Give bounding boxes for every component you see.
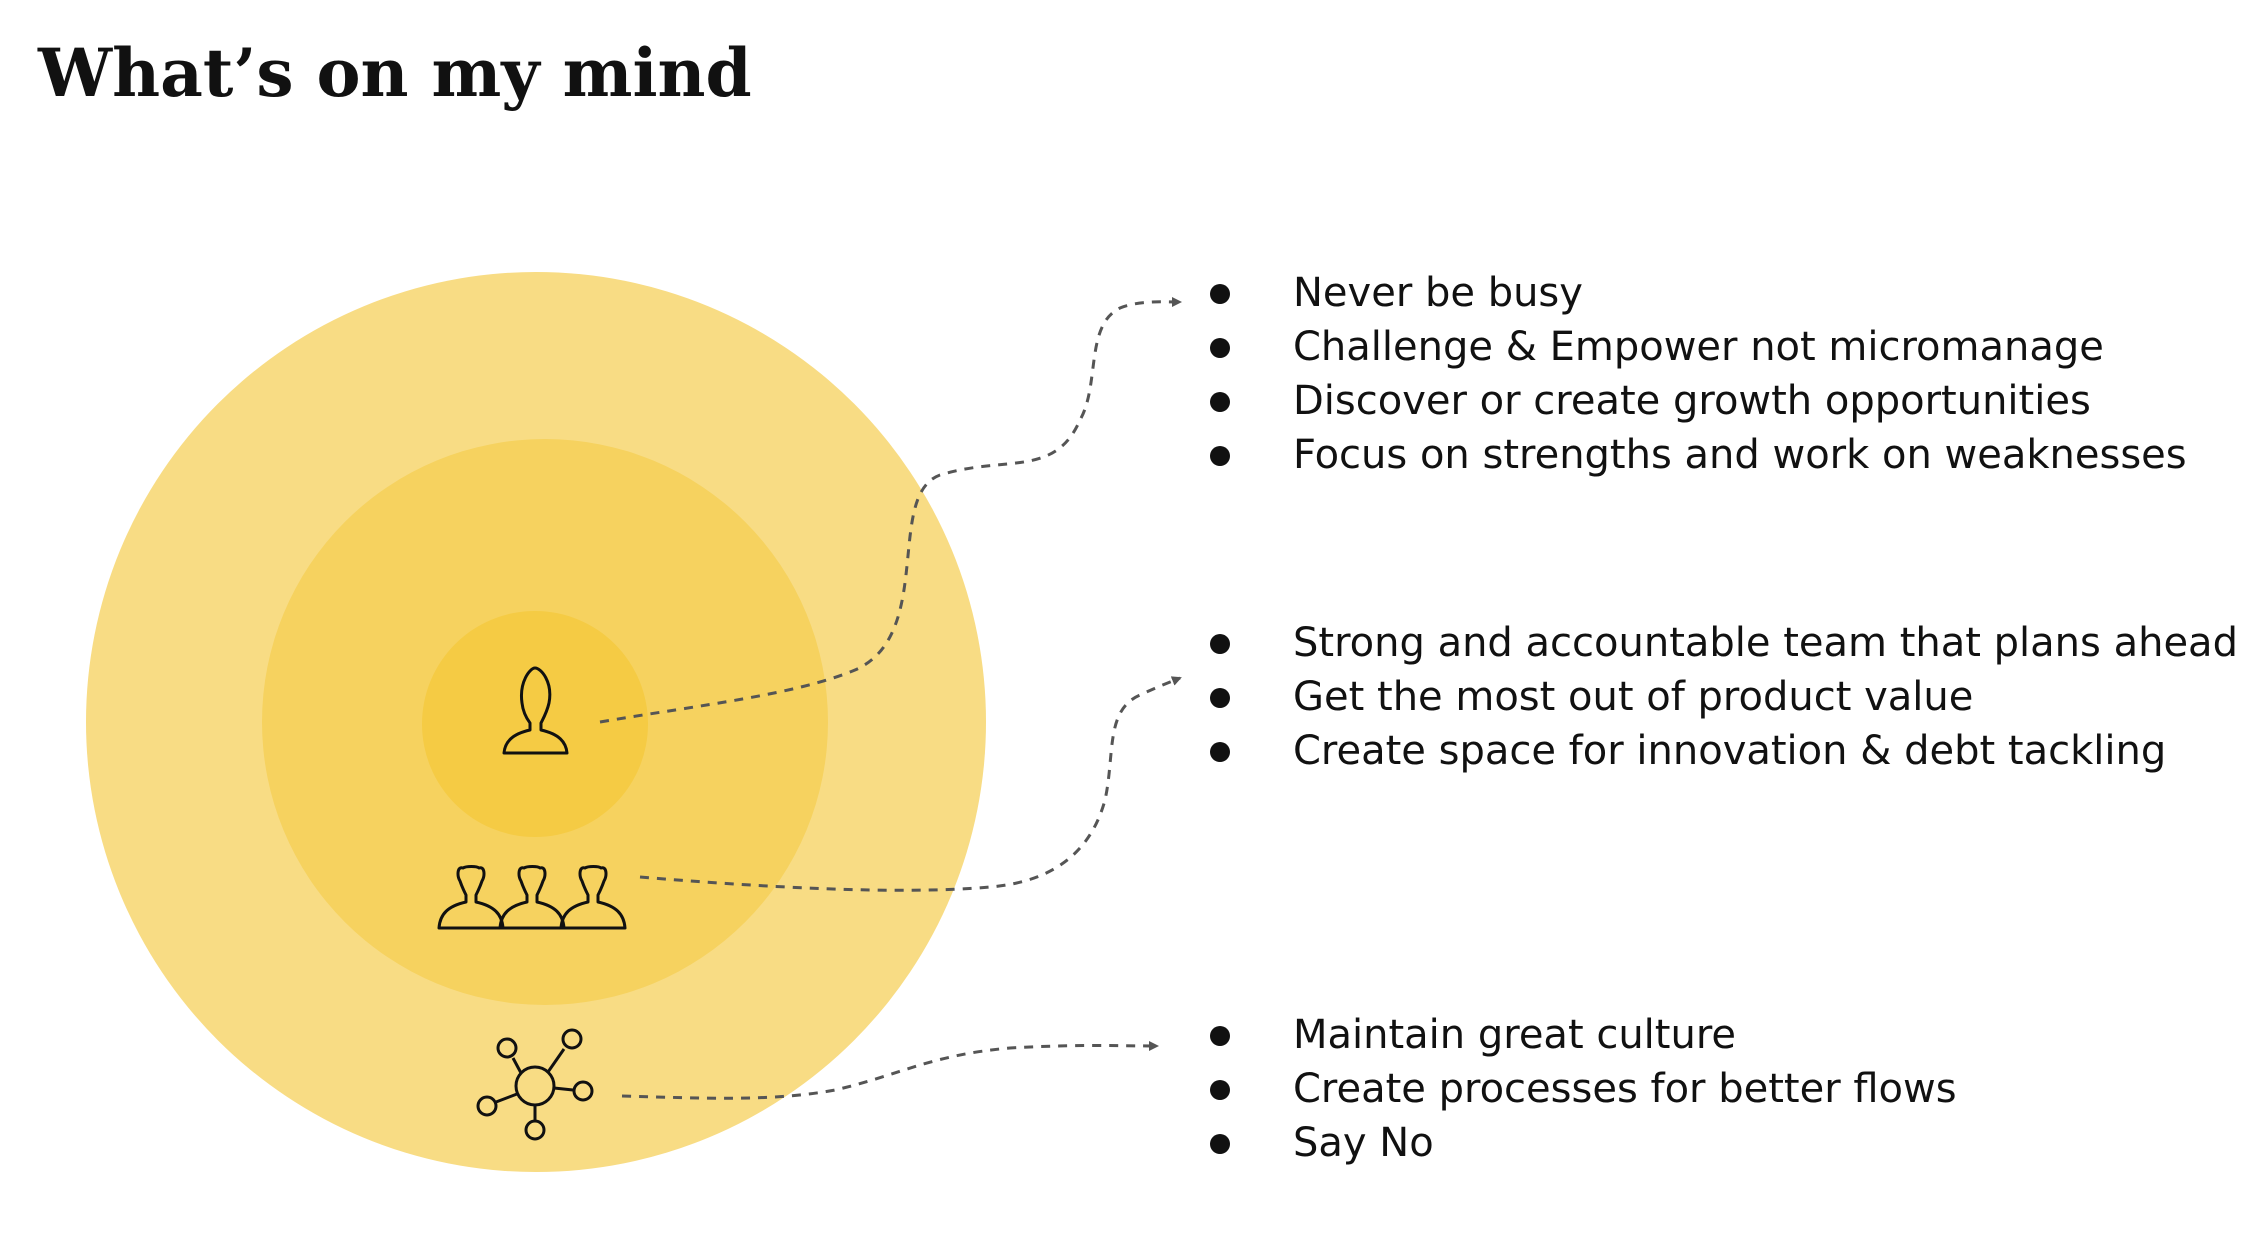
list-item-text: Discover or create growth opportunities	[1293, 378, 2091, 424]
list-item-text: Maintain great culture	[1293, 1012, 1737, 1058]
list-item: Discover or create growth opportunities	[1205, 374, 2187, 428]
bullet-dot	[1210, 1134, 1230, 1154]
person-icon	[502, 666, 569, 755]
list-item-text: Strong and accountable team that plans a…	[1293, 620, 2238, 666]
list-item-text: Get the most out of product value	[1293, 674, 1974, 720]
list-item: Challenge & Empower not micromanage	[1205, 320, 2187, 374]
list-item-text: Focus on strengths and work on weaknesse…	[1293, 432, 2187, 478]
bullet-dot	[1210, 284, 1230, 304]
bullet-dot	[1210, 1080, 1230, 1100]
bullet-dot	[1210, 742, 1230, 762]
list-item-text: Create space for innovation & debt tackl…	[1293, 728, 2167, 774]
bullet-dot	[1210, 688, 1230, 708]
bullet-dot	[1210, 634, 1230, 654]
list-item: Strong and accountable team that plans a…	[1205, 616, 2238, 670]
list-item: Maintain great culture	[1205, 1008, 1957, 1062]
network-icon	[476, 1028, 594, 1141]
bullet-dot	[1210, 1026, 1230, 1046]
connector-team-arrow	[639, 676, 1182, 892]
bullet-dot	[1210, 338, 1230, 358]
list-item-text: Challenge & Empower not micromanage	[1293, 324, 2104, 370]
bullet-dot	[1210, 392, 1230, 412]
list-item: Say No	[1205, 1116, 1957, 1170]
list-item-text: Create processes for better flows	[1293, 1066, 1957, 1112]
list-item-text: Never be busy	[1293, 270, 1583, 316]
personal-bullet-list: Never be busy Challenge & Empower not mi…	[1205, 266, 2187, 482]
team-icon	[437, 865, 627, 930]
list-item: Create processes for better flows	[1205, 1062, 1957, 1116]
connector-org-arrow	[621, 1040, 1159, 1100]
list-item-text: Say No	[1293, 1120, 1434, 1166]
page-title: What’s on my mind	[38, 34, 752, 112]
list-item: Never be busy	[1205, 266, 2187, 320]
list-item: Create space for innovation & debt tackl…	[1205, 724, 2238, 778]
organization-bullet-list: Maintain great culture Create processes …	[1205, 1008, 1957, 1170]
team-bullet-list: Strong and accountable team that plans a…	[1205, 616, 2238, 778]
connector-personal-arrow	[599, 296, 1182, 724]
inner-circle	[422, 611, 648, 837]
list-item: Get the most out of product value	[1205, 670, 2238, 724]
bullet-dot	[1210, 446, 1230, 466]
list-item: Focus on strengths and work on weaknesse…	[1205, 428, 2187, 482]
